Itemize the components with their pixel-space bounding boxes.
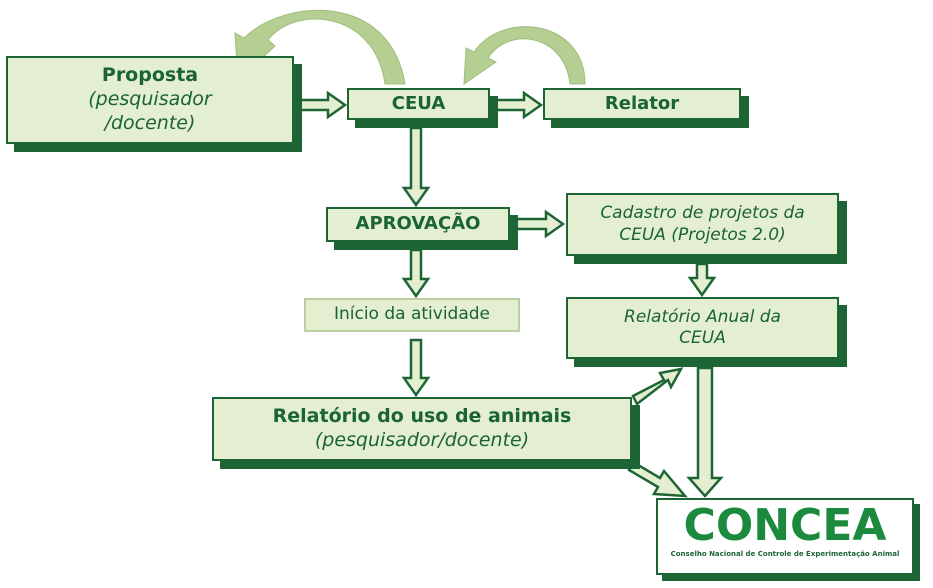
proposta-box: Proposta (pesquisador /docente) xyxy=(6,56,294,144)
curved-arrow-relator-to-ceua xyxy=(463,26,586,85)
aprovacao-box: APROVAÇÃO xyxy=(326,207,510,242)
concea-logo-subtitle: Conselho Nacional de Controle de Experim… xyxy=(670,550,900,558)
cadastro-box: Cadastro de projetos da CEUA (Projetos 2… xyxy=(566,193,839,256)
relatorio-anual-box: Relatório Anual da CEUA xyxy=(566,297,839,359)
arrow-cadastro-to-relatorio-anual xyxy=(687,262,717,298)
relatorio-anual-line2: CEUA xyxy=(679,328,726,348)
cadastro-line2: CEUA (Projetos 2.0) xyxy=(619,224,786,245)
proposta-title: Proposta xyxy=(101,64,199,87)
proposta-subtitle-line2: /docente) xyxy=(104,111,196,134)
relatorio-uso-subtitle: (pesquisador/docente) xyxy=(314,429,530,451)
relatorio-anual-line1: Relatório Anual da xyxy=(624,306,781,327)
proposta-subtitle-line1: (pesquisador xyxy=(88,88,212,111)
arrow-inicio-to-relatorio-uso xyxy=(401,338,431,398)
arrow-ceua-to-aprovacao xyxy=(401,126,431,208)
cadastro-line1: Cadastro de projetos da xyxy=(600,203,805,224)
arrow-aprovacao-to-cadastro xyxy=(511,209,566,239)
concea-logo-box: CONCEA Conselho Nacional de Controle de … xyxy=(656,498,914,575)
arrow-relatorio-uso-to-concea xyxy=(627,460,688,498)
relator-label: Relator xyxy=(604,92,680,114)
relatorio-uso-box: Relatório do uso de animais (pesquisador… xyxy=(212,397,632,461)
curved-arrow-ceua-to-proposta xyxy=(234,9,406,85)
relatorio-uso-title: Relatório do uso de animais xyxy=(272,405,572,428)
arrow-proposta-to-ceua xyxy=(294,90,348,120)
relator-box: Relator xyxy=(543,88,741,120)
inicio-label: Início da atividade xyxy=(333,304,491,325)
arrow-aprovacao-to-inicio xyxy=(401,248,431,299)
arrow-ceua-to-relator xyxy=(490,90,544,120)
arrow-relatorio-uso-to-relatorio-anual xyxy=(631,367,684,406)
ceua-box: CEUA xyxy=(347,88,490,120)
arrow-relatorio-anual-to-concea xyxy=(686,366,724,498)
concea-logo-text: CONCEA xyxy=(683,500,887,551)
inicio-box: Início da atividade xyxy=(304,298,520,332)
aprovacao-label: APROVAÇÃO xyxy=(355,213,481,235)
ceua-label: CEUA xyxy=(391,92,446,114)
